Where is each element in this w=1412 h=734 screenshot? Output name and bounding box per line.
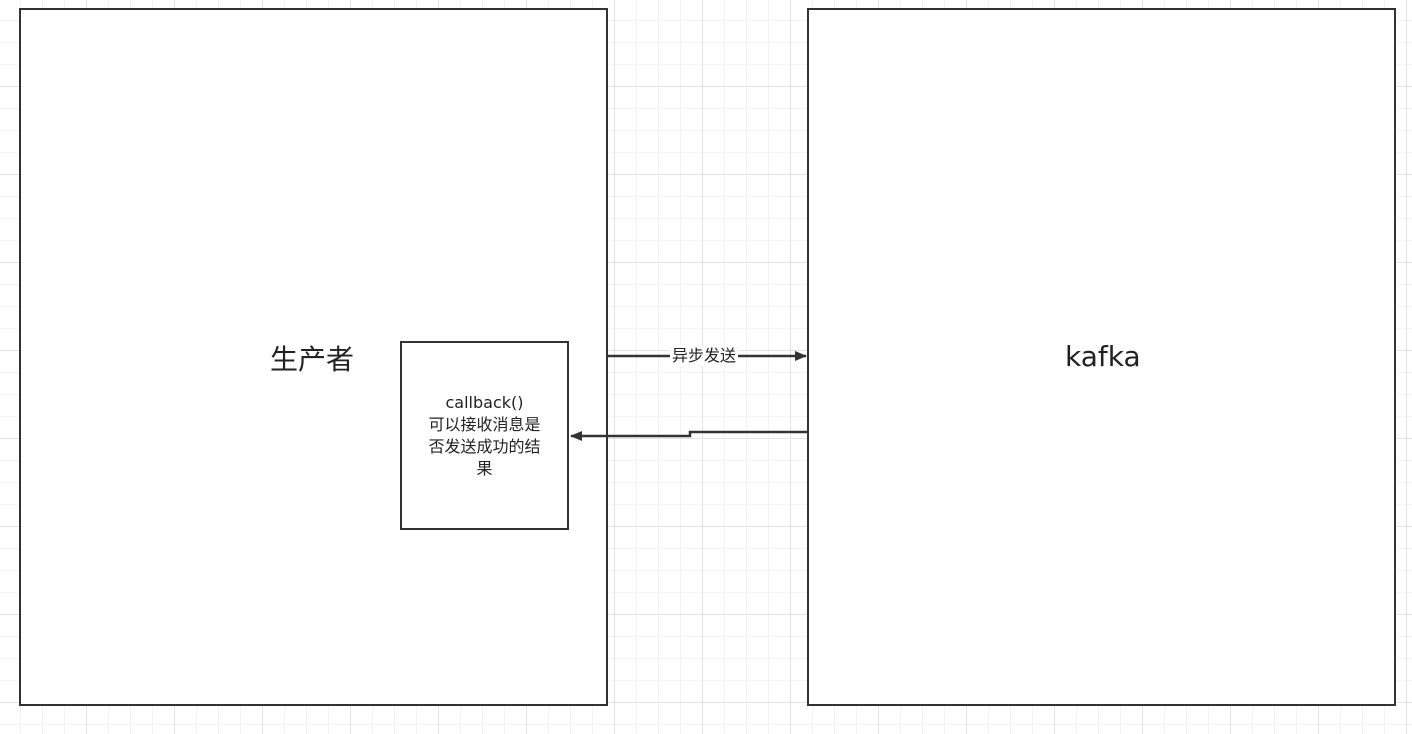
producer-label: 生产者 <box>270 343 355 376</box>
callback-node[interactable]: callback() 可以接收消息是 否发送成功的结 果 <box>400 341 569 530</box>
callback-line-2: 可以接收消息是 <box>428 414 541 434</box>
callback-line-3: 否发送成功的结 <box>428 436 541 456</box>
callback-line-4: 果 <box>476 458 493 478</box>
response-arrow[interactable] <box>570 430 807 441</box>
async-send-label: 异步发送 <box>670 346 739 366</box>
callback-text: callback() 可以接收消息是 否发送成功的结 果 <box>402 392 567 480</box>
callback-line-1: callback() <box>445 392 524 412</box>
kafka-node[interactable] <box>807 8 1396 706</box>
kafka-label: kafka <box>1065 340 1141 373</box>
